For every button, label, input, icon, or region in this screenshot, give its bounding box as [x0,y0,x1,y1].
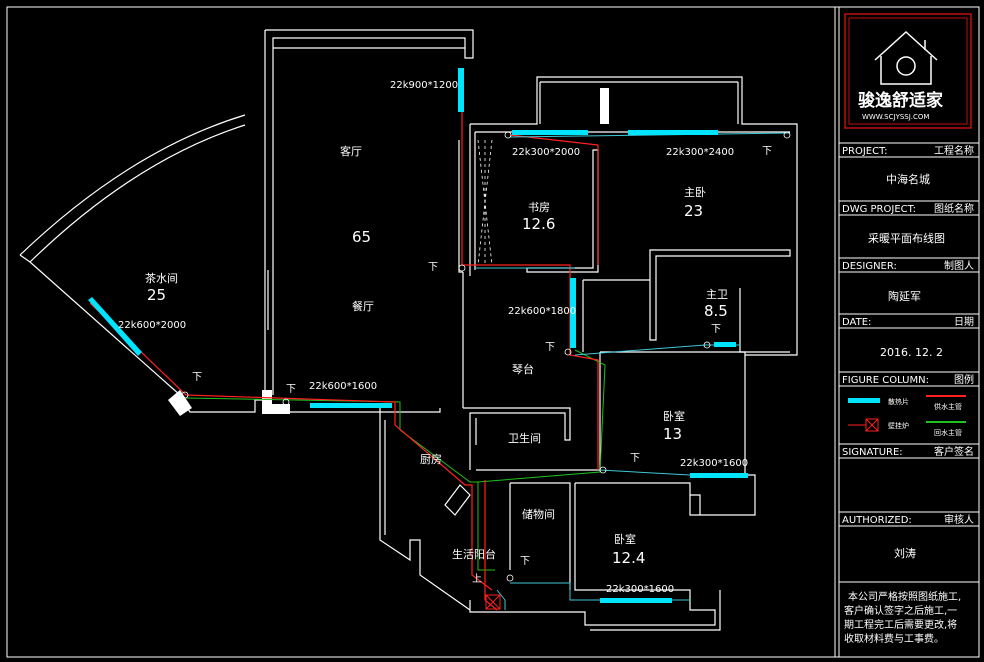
house-logo-icon [874,30,938,85]
legend-return: 回水主管 [934,428,962,437]
legend-valve: 壁挂炉 [888,421,909,430]
note-line: 期工程完工后需要更改,将 [844,618,957,631]
room-name: 书房 [528,201,550,214]
room-area: 12.4 [612,549,645,567]
room-area: 65 [352,228,371,246]
radiator-label: 22k600*1600 [309,381,377,392]
room-area: 12.6 [522,215,555,233]
legend-radiator-swatch [848,398,880,403]
walls [19,29,798,631]
radiators [88,68,748,603]
authorized-label: AUTHORIZED: [842,515,912,526]
down-marker: 下 [192,372,202,383]
radiator [458,68,464,112]
room-name: 餐厅 [352,299,374,313]
room-name: 卧室 [663,409,685,423]
authorized-value: 刘涛 [894,546,916,560]
signature-label: SIGNATURE: [842,447,903,458]
room-name: 客厅 [340,144,362,158]
down-marker: 下 [520,556,530,567]
room-labels: 客厅 65 餐厅 茶水间 25 书房 12.6 主卧 23 主卫 8.5 琴台 … [145,144,728,567]
down-marker: 下 [545,342,555,353]
note-line: 本公司严格按照图纸施工, [848,590,961,603]
room-area: 8.5 [704,302,728,320]
dwg-value: 采暖平面布线图 [868,231,945,245]
radiator [310,403,392,408]
room-name: 卫生间 [508,431,541,445]
boiler-icon [485,594,501,610]
return-pipes [185,349,606,571]
room-name: 主卧 [684,186,706,199]
down-marker: 下 [428,262,438,273]
designer-cn: 制图人 [944,259,974,272]
down-marker: 下 [711,324,721,335]
room-name: 储物间 [522,507,555,521]
room-name: 琴台 [512,362,534,376]
designer-label: DESIGNER: [842,261,897,272]
drawing-frame [6,6,980,658]
room-name: 主卫 [706,288,728,301]
radiator [600,598,672,603]
radiator [570,278,576,348]
date-cn: 日期 [954,316,974,328]
room-name: 卧室 [614,532,636,546]
radiator-label: 22k300*1600 [680,458,748,469]
radiator-label: 22k300*2400 [666,147,734,158]
up-marker: 上 [472,573,482,585]
radiator [714,342,736,347]
room-name: 厨房 [420,453,442,466]
valves [181,131,791,582]
logo-url: WWW.SCJYSSJ.COM [862,113,929,121]
date-label: DATE: [842,317,871,328]
project-cn: 工程名称 [934,144,974,157]
note-line: 收取材料费与工事费。 [844,632,944,645]
logo-frame [844,13,972,129]
down-marker: 下 [286,384,296,395]
down-marker: 下 [762,146,772,157]
radiator-label: 22k300*2000 [512,147,580,158]
radiator [690,473,748,478]
figure-label: FIGURE COLUMN: [842,375,929,386]
dwg-cn: 图纸名称 [934,202,974,215]
legend-supply: 供水主管 [934,402,962,411]
figure-cn: 图例 [954,373,974,386]
legend-radiator: 散热片 [888,397,909,406]
logo-text: 骏逸舒适家 [858,90,943,111]
flow-markers: 下 下 下 下 下 下 下 下 上 [192,146,772,585]
radiator-label: 22k600*2000 [118,320,186,331]
radiator-label: 22k300*1600 [606,584,674,595]
radiator [88,297,142,356]
room-name: 茶水间 [145,272,178,285]
room-area: 13 [663,425,682,443]
radiator [512,130,588,135]
radiator-label: 22k600*1800 [508,306,576,317]
radiator-label: 22k900*1200 [390,80,458,91]
dwg-label: DWG PROJECT: [842,204,916,215]
date-value: 2016. 12. 2 [880,346,943,359]
project-value: 中海名城 [886,172,930,186]
room-name: 生活阳台 [452,547,496,561]
signature-cn: 客户签名 [934,445,974,458]
room-area: 23 [684,202,703,220]
stair-lines [477,139,493,266]
project-label: PROJECT: [842,146,887,157]
legend-valve-icon [848,418,879,432]
room-area: 25 [147,286,166,304]
designer-value: 陶延军 [888,289,921,303]
down-marker: 下 [630,453,640,464]
note-line: 客户确认签字之后施工,一 [844,604,957,617]
title-block: 骏逸舒适家 WWW.SCJYSSJ.COM PROJECT: 工程名称 中海名城… [839,13,979,645]
radiator [628,130,718,135]
authorized-cn: 审核人 [944,513,974,526]
radiator-labels: 22k900*1200 22k300*2000 22k300*2400 22k6… [118,80,748,595]
